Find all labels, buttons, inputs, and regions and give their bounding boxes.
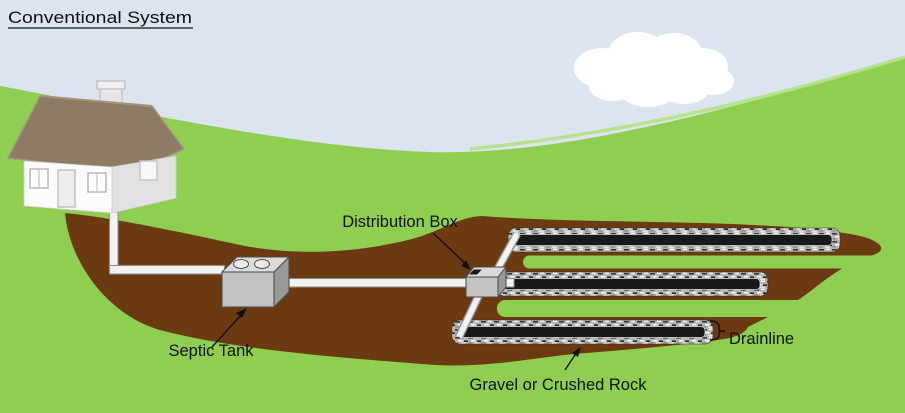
drainline-trench-2 bbox=[496, 271, 769, 297]
house-side-window bbox=[139, 160, 158, 181]
drainline-trench-3 bbox=[451, 319, 714, 345]
tank-lid-1 bbox=[233, 259, 249, 269]
fan-pipe-upper bbox=[492, 231, 521, 275]
distribution-box-arrowhead bbox=[461, 260, 471, 270]
distribution-box-pointer-line bbox=[432, 232, 469, 267]
label-distribution-box: Distribution Box bbox=[342, 213, 458, 231]
roof-ridge bbox=[39, 95, 153, 107]
gravel-arrowhead bbox=[572, 347, 581, 357]
septic-tank-arrow-line bbox=[211, 314, 242, 348]
dbox-front-face bbox=[465, 276, 499, 298]
sewer-pipe-to-tank bbox=[108, 264, 226, 275]
tank-front-face bbox=[221, 271, 275, 308]
dbox-opening bbox=[469, 269, 482, 275]
label-drainline: Drainline bbox=[729, 330, 794, 348]
grass-gap-2 bbox=[497, 300, 905, 317]
cloud bbox=[574, 32, 734, 107]
label-gravel: Gravel or Crushed Rock bbox=[470, 376, 648, 394]
house-sewer-pipe-vertical bbox=[108, 211, 119, 274]
label-septic-tank: Septic Tank bbox=[169, 342, 255, 360]
pipe-tank-to-distribution-box bbox=[282, 277, 471, 288]
septic-tank-arrowhead bbox=[236, 308, 247, 318]
grass-gap-1 bbox=[523, 255, 905, 269]
house bbox=[6, 80, 186, 214]
horizon-highlight bbox=[469, 55, 905, 151]
trench-pipe-core bbox=[502, 278, 761, 290]
trench-pipe-core bbox=[457, 326, 706, 338]
distribution-box bbox=[464, 265, 508, 299]
fan-pipe-lower bbox=[455, 293, 483, 339]
diagram-title: Conventional System bbox=[8, 9, 192, 27]
trench-pipe-core bbox=[513, 234, 833, 246]
septic-tank bbox=[220, 255, 291, 309]
tank-lid-2 bbox=[254, 259, 270, 269]
house-door bbox=[57, 169, 76, 208]
drainline-bracket bbox=[709, 320, 726, 341]
drainline-trench-1 bbox=[507, 227, 841, 253]
